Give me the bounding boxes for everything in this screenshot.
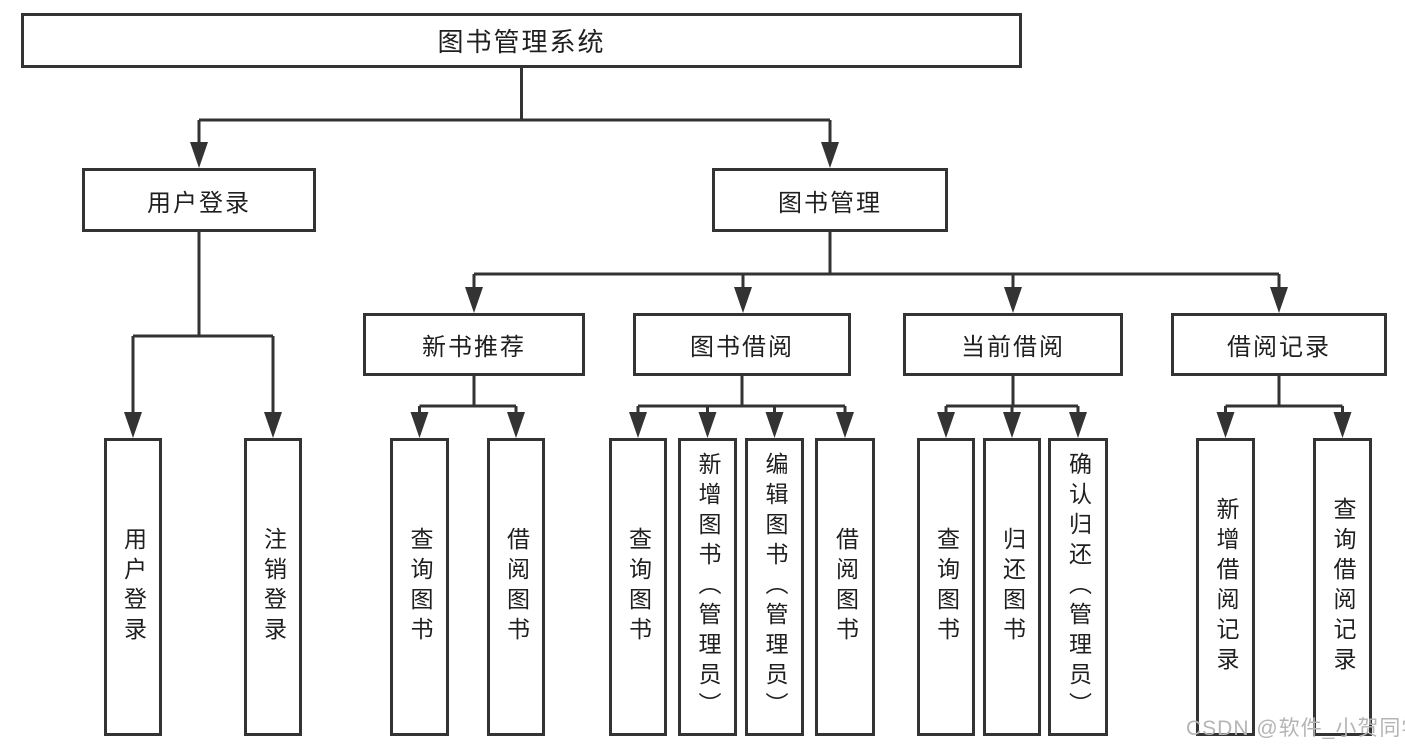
node-label: 图书管理 <box>778 189 882 217</box>
node-label: 查询借阅记录 <box>1330 497 1356 677</box>
node-new-book-recommendation: 新书推荐 <box>363 313 585 376</box>
leaf-query-borrow-record: 查询借阅记录 <box>1313 438 1372 736</box>
node-current-borrowing: 当前借阅 <box>903 313 1123 376</box>
leaf-add-borrow-record: 新增借阅记录 <box>1196 438 1255 736</box>
connector-new-book-to-leaves <box>410 376 525 438</box>
node-label: 查询图书 <box>407 527 433 647</box>
node-label: 确认归还（管理员） <box>1065 452 1092 722</box>
connector-book-management-to-level3 <box>465 232 1288 313</box>
node-library-management-system: 图书管理系统 <box>21 13 1022 68</box>
node-book-management: 图书管理 <box>712 168 948 232</box>
leaf-logout: 注销登录 <box>244 438 302 736</box>
node-label: 归还图书 <box>999 527 1026 647</box>
node-label: 借阅图书 <box>832 527 859 647</box>
connector-book-borrow-to-leaves <box>629 376 854 438</box>
node-label: 借阅图书 <box>503 527 530 647</box>
node-label: 编辑图书（管理员） <box>762 452 788 722</box>
leaf-query-books-recommend: 查询图书 <box>390 438 449 736</box>
connector-user-login-to-leaves <box>124 232 282 438</box>
connector-borrow-records-to-leaves <box>1216 376 1352 438</box>
leaf-confirm-return-admin: 确认归还（管理员） <box>1048 438 1108 736</box>
node-label: 图书借阅 <box>690 334 794 361</box>
node-label: 新增借阅记录 <box>1213 497 1239 677</box>
node-label: 图书管理系统 <box>437 27 606 57</box>
connector-current-borrow-to-leaves <box>937 376 1087 438</box>
node-label: 新书推荐 <box>422 334 526 361</box>
leaf-query-books-borrowing: 查询图书 <box>609 438 667 736</box>
node-label: 查询图书 <box>625 527 652 647</box>
leaf-edit-books-admin: 编辑图书（管理员） <box>745 438 804 736</box>
leaf-borrow-books-recommend: 借阅图书 <box>487 438 545 736</box>
connector-root-to-level2 <box>190 68 839 168</box>
leaf-user-login: 用户登录 <box>104 438 162 736</box>
node-label: 新增图书（管理员） <box>695 452 721 722</box>
node-label: 查询图书 <box>933 527 960 647</box>
leaf-add-books-admin: 新增图书（管理员） <box>678 438 737 736</box>
node-user-login: 用户登录 <box>82 168 316 232</box>
node-label: 借阅记录 <box>1227 334 1331 361</box>
node-label: 当前借阅 <box>961 334 1065 361</box>
node-book-borrowing: 图书借阅 <box>633 313 851 376</box>
node-label: 用户登录 <box>147 189 251 217</box>
node-label: 用户登录 <box>120 527 147 647</box>
leaf-query-books-current: 查询图书 <box>917 438 975 736</box>
csdn-watermark: CSDN @软件_小贺同学 <box>1186 717 1405 740</box>
leaf-borrow-books: 借阅图书 <box>815 438 875 736</box>
node-label: 注销登录 <box>260 527 287 647</box>
leaf-return-books: 归还图书 <box>983 438 1041 736</box>
node-borrowing-records: 借阅记录 <box>1171 313 1387 376</box>
